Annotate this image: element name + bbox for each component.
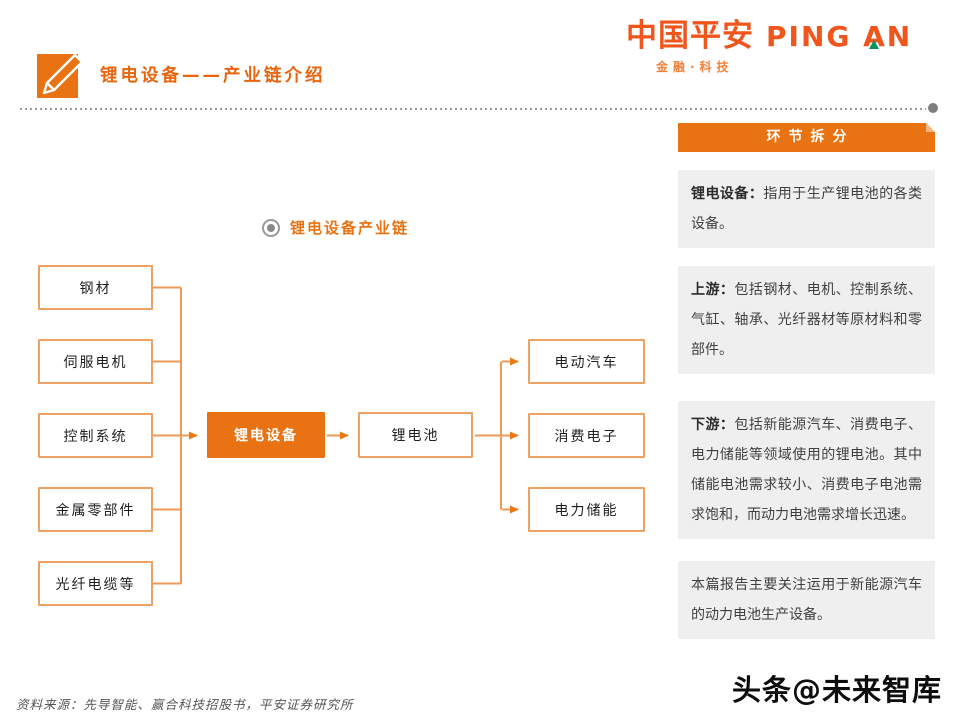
card-label: 上游： [691, 282, 735, 298]
divider-end-dot [928, 103, 938, 113]
sidebar-card-note: 本篇报告主要关注运用于新能源汽车的动力电池生产设备。 [678, 561, 935, 639]
bullet-radio-icon [262, 218, 280, 237]
node-upstream-steel: 钢材 [38, 265, 153, 310]
title-block: 锂电设备——产业链介绍 [37, 48, 326, 100]
node-lithium-battery: 锂电池 [358, 412, 473, 458]
card-text: 本篇报告主要关注运用于新能源汽车的动力电池生产设备。 [691, 577, 922, 623]
diagram-title-row: 锂电设备产业链 [262, 217, 409, 238]
node-lithium-equipment: 锂电设备 [207, 412, 325, 458]
node-upstream-fiber-cable: 光纤电缆等 [38, 561, 153, 606]
node-downstream-ev: 电动汽车 [528, 339, 645, 384]
logo-row: 中国平安 PING AN [626, 10, 912, 55]
card-label: 下游： [691, 417, 735, 433]
node-upstream-metal-parts: 金属零部件 [38, 487, 153, 532]
logo-green-accent-icon [869, 40, 879, 49]
logo-english-label: PING AN [766, 20, 913, 53]
sidebar-title: 环节拆分 [678, 123, 935, 152]
node-upstream-servo-motor: 伺服电机 [38, 339, 153, 384]
pingan-logo: 中国平安 PING AN 金融·科技 [626, 10, 912, 75]
page-title: 锂电设备——产业链介绍 [100, 65, 326, 86]
logo-chinese-text: 中国平安 [626, 18, 754, 54]
sidebar-card-upstream: 上游：包括钢材、电机、控制系统、气缸、轴承、光纤器材等原材料和零部件。 [678, 266, 935, 374]
logo-english-text: PING AN [766, 20, 912, 53]
node-downstream-consumer-electronics: 消费电子 [528, 413, 645, 458]
watermark: 头条@未来智库 [731, 673, 942, 707]
card-label: 锂电设备： [691, 186, 764, 202]
diagram-title: 锂电设备产业链 [290, 219, 410, 237]
node-downstream-energy-storage: 电力储能 [528, 487, 645, 532]
dotted-divider [20, 108, 926, 110]
card-text: 包括钢材、电机、控制系统、气缸、轴承、光纤器材等原材料和零部件。 [691, 282, 923, 358]
card-text: 指用于生产锂电池的各类设备。 [691, 186, 923, 232]
card-text: 包括新能源汽车、消费电子、电力储能等领域使用的锂电池。其中储能电池需求较小、消费… [691, 417, 923, 523]
node-upstream-control-system: 控制系统 [38, 413, 153, 458]
sidebar-card-downstream: 下游：包括新能源汽车、消费电子、电力储能等领域使用的锂电池。其中储能电池需求较小… [678, 401, 935, 539]
logo-subtitle: 金融·科技 [656, 60, 734, 74]
sidebar: 环节拆分 锂电设备：指用于生产锂电池的各类设备。 上游：包括钢材、电机、控制系统… [678, 123, 935, 639]
sidebar-card-equipment: 锂电设备：指用于生产锂电池的各类设备。 [678, 170, 935, 248]
pencil-icon [37, 48, 86, 100]
source-note: 资料来源：先导智能、赢合科技招股书，平安证券研究所 [16, 697, 354, 712]
